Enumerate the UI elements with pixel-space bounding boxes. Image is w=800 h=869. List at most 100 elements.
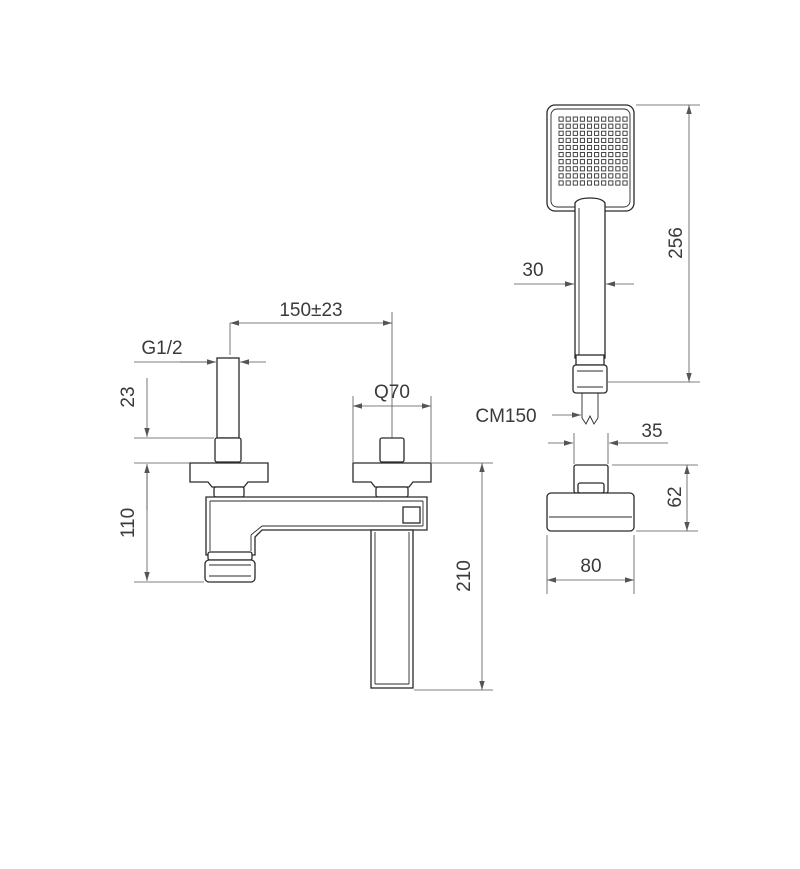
nozzle (601, 180, 607, 186)
nozzle (558, 123, 564, 129)
nozzle (579, 166, 585, 172)
left-rosette-neck (213, 486, 245, 498)
nozzle (586, 180, 593, 186)
bath-mixer (189, 357, 432, 689)
holder-cup (577, 482, 605, 494)
label-handle-size: Q70 (374, 382, 410, 403)
nozzle (594, 137, 600, 143)
right-rosette-neck (375, 486, 409, 498)
nozzle (586, 144, 593, 151)
nozzle (572, 166, 578, 172)
nozzle (608, 166, 614, 172)
nozzle (558, 137, 564, 143)
holder-base (546, 492, 635, 532)
nozzle (579, 144, 585, 151)
nozzle (579, 180, 585, 186)
shower-holder (546, 464, 635, 532)
nozzle (572, 152, 578, 158)
nozzle (586, 173, 593, 179)
nozzle (615, 144, 621, 151)
label-handshower-length: 256 (666, 227, 687, 259)
nozzle (586, 130, 593, 136)
nozzle (586, 166, 593, 172)
left-rosette (189, 462, 269, 488)
nozzle (608, 173, 614, 179)
nozzle (594, 173, 600, 179)
right-handle-stem (379, 437, 405, 463)
nozzle (558, 173, 564, 179)
nozzle (565, 152, 571, 158)
nozzle (565, 180, 571, 186)
nozzle (601, 123, 607, 129)
nozzle (586, 123, 593, 129)
hose-connector (572, 364, 608, 394)
nozzle (579, 123, 585, 129)
nozzle (622, 173, 628, 179)
nozzle (565, 159, 571, 165)
spout-end-cap (402, 506, 421, 524)
nozzle (601, 130, 607, 136)
nozzle (572, 116, 578, 122)
nozzle (579, 159, 585, 165)
dimension-labels: 150±23 G1/2 23 110 Q70 210 256 30 CM150 … (118, 227, 687, 592)
label-thread: G1/2 (141, 338, 182, 359)
diverter-knob (204, 559, 256, 583)
nozzle (579, 116, 585, 122)
nozzle (565, 116, 571, 122)
nozzle (615, 123, 621, 129)
nozzle (594, 130, 600, 136)
nozzle (608, 137, 614, 143)
label-holder-width: 80 (580, 556, 601, 577)
nozzle (622, 159, 628, 165)
nozzle (572, 173, 578, 179)
handle-end (575, 354, 605, 366)
nozzle (608, 123, 614, 129)
label-holder-height: 62 (665, 486, 686, 507)
nozzle (565, 123, 571, 129)
nozzle (622, 166, 628, 172)
lever-handle (370, 529, 414, 689)
nozzle (594, 152, 600, 158)
nozzle (601, 152, 607, 158)
nozzle (615, 137, 621, 143)
nozzle (565, 130, 571, 136)
nozzle (565, 173, 571, 179)
nozzle (579, 173, 585, 179)
nozzle (608, 130, 614, 136)
nozzle (615, 152, 621, 158)
nozzle (558, 144, 564, 151)
nozzle (622, 137, 628, 143)
hand-shower (546, 104, 635, 425)
nozzle (558, 159, 564, 165)
nozzle (601, 144, 607, 151)
label-spout-height: 210 (454, 560, 475, 592)
nozzle (572, 137, 578, 143)
nozzle (608, 116, 614, 122)
label-mixer-height: 110 (118, 508, 139, 538)
nozzle (608, 180, 614, 186)
nozzle (601, 166, 607, 172)
nozzle (558, 152, 564, 158)
diverter-ring (207, 551, 253, 561)
nozzle (586, 137, 593, 143)
nozzle (579, 130, 585, 136)
nozzle (558, 130, 564, 136)
nozzle (594, 180, 600, 186)
label-inlet-height: 23 (118, 386, 139, 407)
label-holder-neck: 35 (641, 421, 662, 442)
nozzle (622, 144, 628, 151)
shower-handle (574, 197, 606, 359)
nozzle (601, 137, 607, 143)
nozzle (572, 130, 578, 136)
right-rosette (352, 462, 432, 488)
nozzle (586, 116, 593, 122)
nozzle (615, 159, 621, 165)
nozzle (565, 137, 571, 143)
nozzle (608, 159, 614, 165)
label-handle-width: 30 (522, 260, 543, 281)
nozzle (601, 159, 607, 165)
nozzle (622, 152, 628, 158)
nozzle (601, 173, 607, 179)
nozzle (601, 116, 607, 122)
nozzle (565, 144, 571, 151)
